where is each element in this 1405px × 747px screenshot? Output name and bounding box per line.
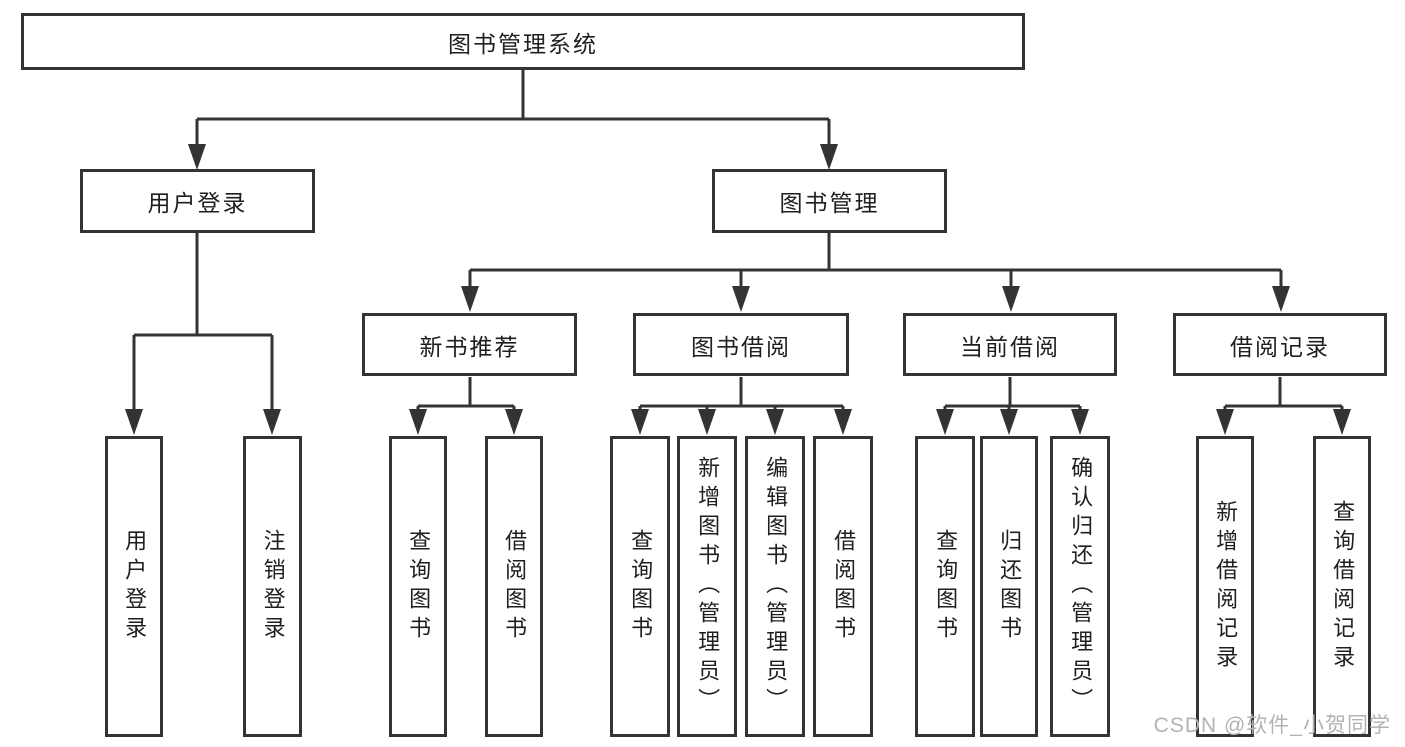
leaf-label: 编辑图书（管理员） <box>763 456 789 717</box>
node-root-system: 图书管理系统 <box>21 13 1025 70</box>
leaf-label: 注销登录 <box>260 528 286 645</box>
node-book-borrow: 图书借阅 <box>633 313 849 376</box>
leaf-borrow-books-recommend: 借阅图书 <box>485 436 543 737</box>
leaf-label: 借阅图书 <box>502 528 528 645</box>
leaf-label: 查询图书 <box>628 528 654 645</box>
csdn-watermark: CSDN @软件_小贺同学 <box>1153 714 1391 737</box>
leaf-label: 新增借阅记录 <box>1213 499 1239 674</box>
leaf-confirm-return-admin: 确认归还（管理员） <box>1050 436 1110 737</box>
leaf-add-books-admin: 新增图书（管理员） <box>677 436 737 737</box>
node-label: 用户登录 <box>147 190 248 216</box>
leaf-query-books-current: 查询图书 <box>915 436 975 737</box>
leaf-return-books: 归还图书 <box>980 436 1038 737</box>
leaf-query-borrow-record: 查询借阅记录 <box>1313 436 1371 737</box>
leaf-borrow-books: 借阅图书 <box>813 436 873 737</box>
leaf-label: 新增图书（管理员） <box>695 456 721 717</box>
node-borrow-records: 借阅记录 <box>1173 313 1387 376</box>
node-new-book-recommend: 新书推荐 <box>362 313 577 376</box>
leaf-label: 查询借阅记录 <box>1330 499 1356 674</box>
leaf-label: 查询图书 <box>933 528 959 645</box>
leaf-logout: 注销登录 <box>243 436 302 737</box>
leaf-label: 用户登录 <box>122 528 148 645</box>
leaf-add-borrow-record: 新增借阅记录 <box>1196 436 1254 737</box>
leaf-label: 归还图书 <box>997 528 1023 645</box>
node-label: 图书管理 <box>779 190 880 216</box>
leaf-user-login: 用户登录 <box>105 436 163 737</box>
node-label: 图书借阅 <box>691 333 791 360</box>
leaf-label: 查询图书 <box>406 528 432 645</box>
leaf-query-books-recommend: 查询图书 <box>389 436 447 737</box>
node-label: 当前借阅 <box>960 333 1060 360</box>
node-label: 借阅记录 <box>1230 333 1330 360</box>
node-current-borrow: 当前借阅 <box>903 313 1117 376</box>
leaf-label: 借阅图书 <box>831 528 857 645</box>
leaf-query-books-borrow: 查询图书 <box>610 436 670 737</box>
node-label: 新书推荐 <box>419 333 520 360</box>
node-user-login: 用户登录 <box>80 169 315 233</box>
leaf-edit-books-admin: 编辑图书（管理员） <box>745 436 805 737</box>
node-book-management: 图书管理 <box>712 169 947 233</box>
node-label: 图书管理系统 <box>448 30 598 57</box>
leaf-label: 确认归还（管理员） <box>1068 456 1094 717</box>
